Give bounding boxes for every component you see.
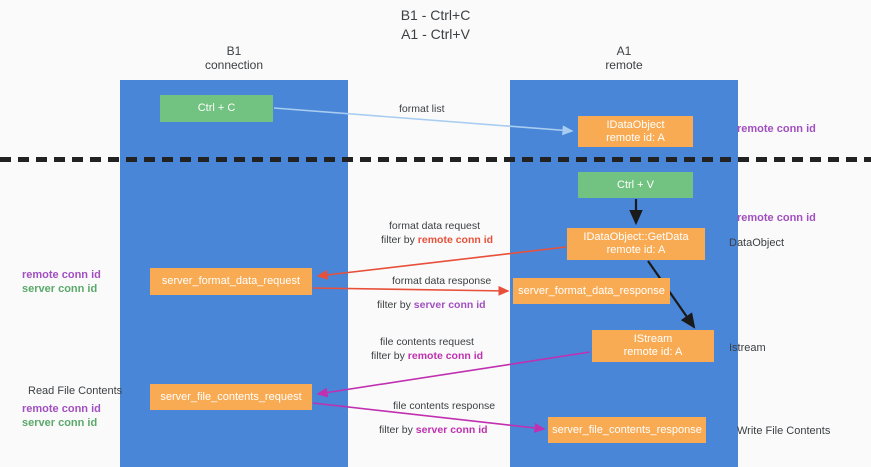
edge-label-format-data-response: format data response: [392, 275, 492, 287]
swimlane-b1-role: connection: [204, 58, 264, 72]
annotation-left-remote-conn-id-2: remote conn id: [22, 403, 101, 415]
annotation-left-remote-conn-id-1: remote conn id: [22, 269, 101, 281]
edge-label-format-list: format list: [399, 103, 445, 115]
annotation-left-conn-ids-bottom: remote conn id server conn id: [22, 402, 101, 430]
filter-key-server-conn-id-2: server conn id: [415, 424, 488, 436]
filter-prefix-1: filter by: [381, 234, 418, 246]
filter-key-server-conn-id-1: server conn id: [413, 299, 486, 311]
node-server-file-contents-request[interactable]: server_file_contents_request: [150, 384, 312, 410]
title-line-1: B1 - Ctrl+C: [400, 7, 471, 23]
node-istream[interactable]: IStream remote id: A: [592, 330, 714, 362]
node-idataobject-getdata[interactable]: IDataObject::GetData remote id: A: [567, 228, 705, 260]
annotation-left-conn-ids-top: remote conn id server conn id: [22, 268, 101, 296]
edge-label-file-contents-response-filter: filter by server conn id: [379, 423, 488, 437]
node-server-format-data-request-label: server_format_data_request: [161, 275, 301, 287]
node-ctrl-c-label: Ctrl + C: [197, 102, 236, 114]
swimlane-header-a1: A1 remote: [510, 44, 738, 72]
node-server-file-contents-request-label: server_file_contents_request: [160, 390, 302, 403]
node-server-format-data-response-label: server_format_data_response: [518, 284, 665, 297]
annotation-read-file-contents: Read File Contents: [28, 385, 123, 397]
node-idataobject-remote-id: remote id: A: [606, 131, 665, 144]
annotation-left-server-conn-id-1: server conn id: [22, 283, 98, 295]
node-server-format-data-request[interactable]: server_format_data_request: [150, 268, 312, 295]
edge-label-format-data-request-filter: filter by remote conn id: [381, 233, 493, 247]
node-istream-remote-id: remote id: A: [623, 346, 683, 358]
edge-label-format-data-request: format data request: [389, 220, 481, 232]
annotation-left-server-conn-id-2: server conn id: [22, 417, 98, 429]
filter-prefix-4: filter by: [379, 424, 416, 436]
node-istream-label: IStream: [633, 333, 673, 345]
node-idataobject-label: IDataObject: [606, 118, 665, 131]
annotation-dataobject: DataObject: [729, 237, 785, 249]
title-line-2: A1 - Ctrl+V: [401, 26, 470, 42]
filter-prefix-3: filter by: [371, 350, 408, 362]
filter-key-remote-conn-id-2: remote conn id: [407, 350, 484, 362]
annotation-write-file-contents: Write File Contents: [737, 425, 831, 437]
node-ctrl-v-label: Ctrl + V: [617, 178, 654, 191]
swimlane-a1-name: A1: [616, 44, 632, 58]
node-server-file-contents-response[interactable]: server_file_contents_response: [548, 417, 706, 443]
node-server-file-contents-response-label: server_file_contents_response: [552, 423, 702, 436]
annotation-remote-conn-id-top: remote conn id: [737, 123, 816, 135]
annotation-istream: Istream: [729, 342, 766, 354]
node-idataobject[interactable]: IDataObject remote id: A: [578, 116, 693, 147]
node-getdata-label: IDataObject::GetData: [583, 231, 689, 243]
node-ctrl-v[interactable]: Ctrl + V: [578, 172, 693, 198]
edge-label-format-data-response-filter: filter by server conn id: [377, 298, 486, 312]
edge-label-file-contents-response: file contents response: [393, 400, 496, 412]
node-getdata-remote-id: remote id: A: [606, 244, 666, 256]
page-title: B1 - Ctrl+C A1 - Ctrl+V: [0, 6, 871, 44]
swimlane-header-b1: B1 connection: [120, 44, 348, 72]
node-ctrl-c[interactable]: Ctrl + C: [160, 95, 273, 122]
filter-key-remote-conn-id-1: remote conn id: [417, 234, 494, 246]
phase-divider: [0, 157, 871, 162]
filter-prefix-2: filter by: [377, 299, 414, 311]
swimlane-a1-role: remote: [605, 58, 643, 72]
node-server-format-data-response[interactable]: server_format_data_response: [513, 278, 670, 304]
edge-label-file-contents-request-filter: filter by remote conn id: [371, 349, 483, 363]
edge-label-file-contents-request: file contents request: [380, 336, 474, 348]
swimlane-b1-name: B1: [226, 44, 242, 58]
annotation-remote-conn-id-mid: remote conn id: [737, 212, 816, 224]
